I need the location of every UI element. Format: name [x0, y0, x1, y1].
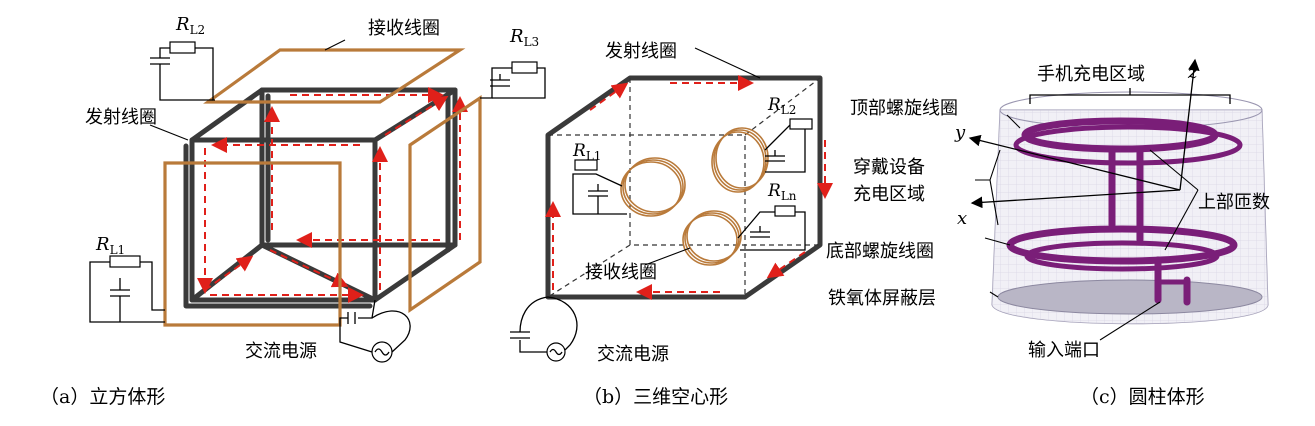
load-rl2-circuit-b — [764, 118, 813, 173]
cylinder-body — [991, 91, 1269, 325]
label-wearable-2: 充电区域 — [853, 184, 925, 205]
load-rln-circuit-b — [737, 205, 806, 251]
caption-c: （c）圆柱体形 — [1080, 386, 1205, 408]
label-axis-x: x — [957, 208, 967, 229]
label-upper-turns: 上部匝数 — [1198, 192, 1270, 213]
label-ac-source-b: 交流电源 — [597, 344, 669, 365]
label-rl1-b: RL1 — [572, 141, 601, 163]
label-wearable-1: 穿戴设备 — [853, 157, 925, 178]
hollow-current-arrows — [545, 75, 833, 300]
label-rl3-a: RL3 — [509, 26, 539, 49]
leader-transmit-a — [149, 124, 189, 141]
panel-a-cube: 接收线圈 发射线圈 交流电源 RL1 RL2 RL3 （a）立方体形 — [40, 14, 546, 408]
hollow-receive-coils — [620, 127, 769, 266]
leader-receive-a — [324, 39, 346, 51]
leader-transmit-b — [694, 47, 761, 79]
load-rl3-circuit-a — [480, 61, 546, 99]
label-rl2-a: RL2 — [175, 14, 205, 37]
label-ac-source-a: 交流电源 — [245, 341, 317, 362]
panel-c-cylinder: 手机充电区域 z 顶部螺旋线圈 y 穿戴设备 充电区域 x 上部匝数 底部螺旋线… — [826, 58, 1270, 408]
label-top-coil: 顶部螺旋线圈 — [850, 98, 958, 119]
label-input-port: 输入端口 — [1028, 340, 1100, 361]
label-receive-coil-b: 接收线圈 — [585, 262, 657, 283]
ac-source-a — [339, 299, 411, 363]
label-rln-b: RLn — [767, 181, 797, 203]
panel-b-hollow: 发射线圈 接收线圈 交流电源 RL1 RL2 RLn （b）三维空心形 — [510, 41, 833, 408]
cube-current-arrows — [197, 87, 468, 303]
label-transmit-coil-b: 发射线圈 — [605, 41, 677, 62]
label-receive-coil-a: 接收线圈 — [368, 18, 440, 39]
leaders-c — [975, 114, 1199, 341]
label-rl2-b: RL2 — [767, 95, 796, 117]
load-rl1-circuit-a — [89, 255, 165, 323]
label-rl1-a: RL1 — [95, 234, 125, 257]
load-rl1-circuit-b — [572, 159, 627, 215]
ferrite-shield — [997, 279, 1263, 315]
caption-b: （b）三维空心形 — [583, 386, 728, 408]
axes — [968, 58, 1200, 209]
label-axis-z: z — [1187, 62, 1198, 83]
caption-a: （a）立方体形 — [40, 386, 165, 408]
label-transmit-coil-a: 发射线圈 — [85, 107, 157, 128]
bracket-phone-zone — [1029, 88, 1231, 104]
label-bottom-coil: 底部螺旋线圈 — [826, 241, 934, 262]
leader-receive-b — [644, 247, 691, 266]
load-rl2-circuit-a — [150, 41, 215, 101]
label-ferrite: 铁氧体屏蔽层 — [828, 288, 936, 309]
ac-source-b — [510, 296, 578, 362]
label-axis-y: y — [954, 122, 966, 143]
label-phone-zone: 手机充电区域 — [1037, 64, 1145, 85]
